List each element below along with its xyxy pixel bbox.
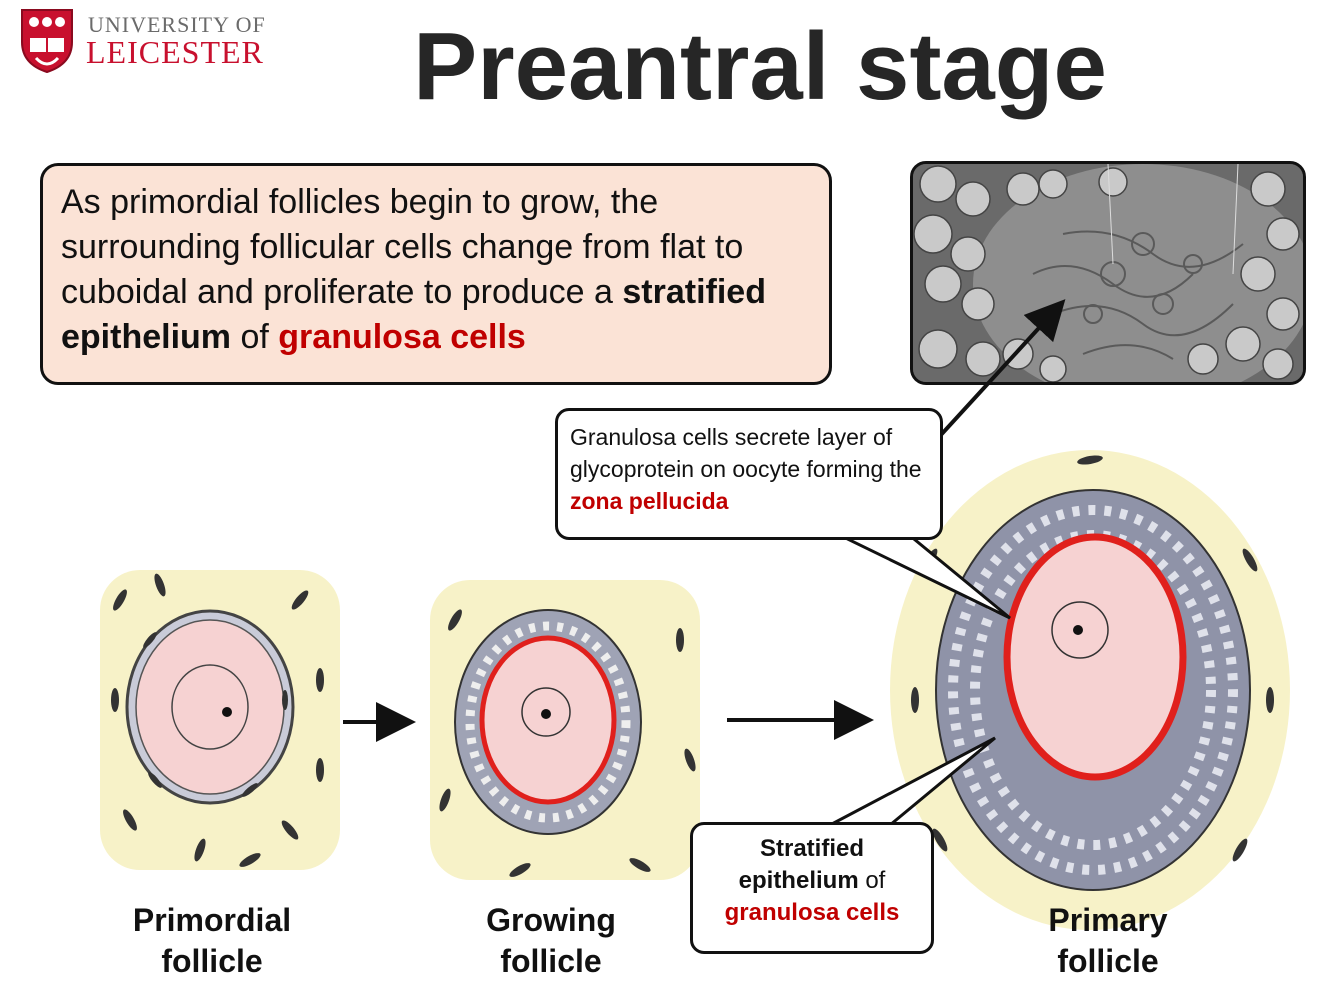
stage-label-growing: Growing follicle [431, 900, 671, 982]
stage-label-primordial: Primordial follicle [92, 900, 332, 982]
callout-stratified-red-term: granulosa cells [725, 899, 900, 926]
callout-zona-pellucida: Granulosa cells secrete layer of glycopr… [555, 408, 943, 540]
growing-follicle-illustration [430, 580, 700, 880]
stage-label-line-1: Primary [988, 900, 1228, 941]
stage-label-line-2: follicle [92, 941, 332, 982]
callout-stratified-connector: of [859, 867, 886, 894]
stage-label-primary: Primary follicle [988, 900, 1228, 982]
stage-label-line-2: follicle [988, 941, 1228, 982]
primordial-follicle-illustration [100, 570, 340, 870]
callout-zona-red-term: zona pellucida [570, 488, 728, 514]
stage-label-line-1: Growing [431, 900, 671, 941]
callout-stratified-bold-term: Stratified epithelium [739, 835, 864, 894]
callout-stratified-epithelium: Stratified epithelium of granulosa cells [690, 822, 934, 954]
callout-zona-text: Granulosa cells secrete layer of glycopr… [570, 424, 922, 482]
stage-label-line-1: Primordial [92, 900, 332, 941]
primary-follicle-illustration [890, 450, 1290, 930]
stage-label-line-2: follicle [431, 941, 671, 982]
